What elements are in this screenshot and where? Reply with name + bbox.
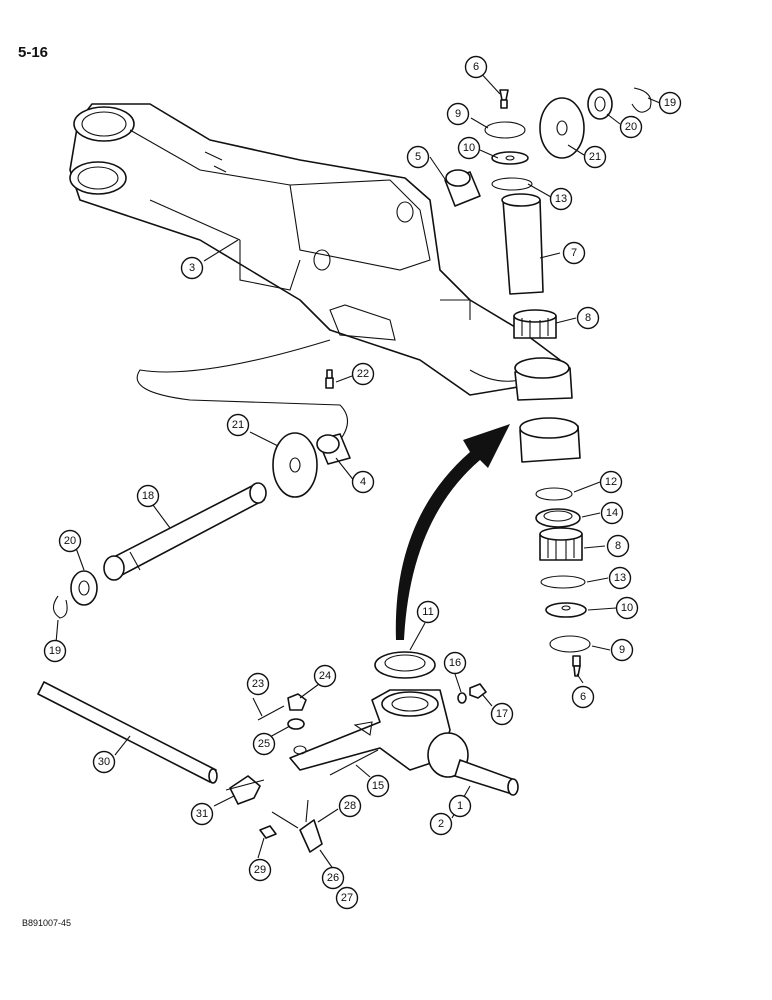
tie-rod-parts <box>37 681 323 853</box>
callout-25: 25 <box>252 732 276 756</box>
callout-2: 2 <box>429 812 453 836</box>
callout-label: 3 <box>189 262 195 274</box>
callout-label: 6 <box>473 61 479 73</box>
callout-28: 28 <box>338 794 362 818</box>
callout-26: 26 <box>321 866 345 890</box>
callout-label: 2 <box>438 818 444 830</box>
callout-label: 20 <box>625 121 637 133</box>
callout-label: 19 <box>49 645 61 657</box>
callout-label: 5 <box>415 151 421 163</box>
callout-label: 15 <box>372 780 384 792</box>
callout-label: 16 <box>449 657 461 669</box>
callout-31: 31 <box>190 802 214 826</box>
callout-label: 28 <box>344 800 356 812</box>
callout-21-left: 21 <box>226 413 250 437</box>
callout-4: 4 <box>351 470 375 494</box>
callout-22: 22 <box>351 362 375 386</box>
callout-20-right: 20 <box>619 115 643 139</box>
callout-label: 10 <box>621 602 633 614</box>
callout-label: 13 <box>614 572 626 584</box>
steering-knuckle <box>289 651 519 796</box>
assembly-arrow <box>395 424 510 640</box>
callout-20-left: 20 <box>58 529 82 553</box>
callout-label: 11 <box>422 606 433 618</box>
callout-label: 31 <box>196 808 208 820</box>
callout-label: 14 <box>606 507 618 519</box>
callout-21-right: 21 <box>583 145 607 169</box>
callout-6-bottom: 6 <box>571 685 595 709</box>
callout-label: 9 <box>619 644 625 656</box>
callout-label: 21 <box>589 151 601 163</box>
callout-12: 12 <box>599 470 623 494</box>
callout-10-top: 10 <box>457 136 481 160</box>
callout-23: 23 <box>246 672 270 696</box>
callout-29: 29 <box>248 858 272 882</box>
page-number: 5-16 <box>18 44 49 61</box>
callout-17: 17 <box>490 702 514 726</box>
callout-6-top: 6 <box>464 55 488 79</box>
callout-label: 18 <box>142 490 154 502</box>
callout-19-left: 19 <box>43 639 67 663</box>
callout-1: 1 <box>448 794 472 818</box>
callout-label: 25 <box>258 738 270 750</box>
axle-housing <box>69 103 561 396</box>
leader-lines <box>55 69 661 877</box>
figure-code: B891007-45 <box>22 918 72 928</box>
callout-label: 13 <box>555 193 567 205</box>
callout-18: 18 <box>136 484 160 508</box>
callout-label: 9 <box>455 108 461 120</box>
callout-19-right: 19 <box>658 91 682 115</box>
callout-9-bottom: 9 <box>610 638 634 662</box>
callout-5: 5 <box>406 145 430 169</box>
callout-label: 23 <box>252 678 264 690</box>
callout-24: 24 <box>313 664 337 688</box>
lower-pivot-parts <box>535 487 591 677</box>
callout-16: 16 <box>443 651 467 675</box>
callout-7: 7 <box>562 241 586 265</box>
callout-label: 24 <box>319 670 331 682</box>
pivot-pin-assembly <box>52 432 351 619</box>
callout-label: 19 <box>664 97 676 109</box>
callout-14: 14 <box>600 501 624 525</box>
callout-15: 15 <box>366 774 390 798</box>
grease-line <box>136 339 349 441</box>
callout-11: 11 <box>416 600 440 624</box>
callout-9-top: 9 <box>446 102 470 126</box>
callout-label: 6 <box>580 691 586 703</box>
callout-30: 30 <box>92 750 116 774</box>
callout-3: 3 <box>180 256 204 280</box>
upper-pivot-parts <box>444 87 652 463</box>
grease-fitting-22 <box>325 369 334 389</box>
callout-label: 17 <box>496 708 508 720</box>
callout-label: 27 <box>341 892 353 904</box>
callout-label: 30 <box>98 756 110 768</box>
callout-label: 7 <box>571 247 577 259</box>
callout-label: 21 <box>232 419 244 431</box>
callout-label: 8 <box>585 312 591 324</box>
callout-label: 10 <box>463 142 475 154</box>
callout-13-bottom: 13 <box>608 566 632 590</box>
callout-13-top: 13 <box>549 187 573 211</box>
callout-8-bottom: 8 <box>606 534 630 558</box>
callout-10-bottom: 10 <box>615 596 639 620</box>
callout-label: 8 <box>615 540 621 552</box>
callout-label: 1 <box>457 800 463 812</box>
callout-label: 12 <box>605 476 617 488</box>
callout-label: 22 <box>357 368 369 380</box>
callout-label: 26 <box>327 872 339 884</box>
callout-label: 4 <box>360 476 366 488</box>
callout-8-top: 8 <box>576 306 600 330</box>
callout-label: 20 <box>64 535 76 547</box>
callout-label: 29 <box>254 864 266 876</box>
callout-27: 27 <box>335 886 359 910</box>
